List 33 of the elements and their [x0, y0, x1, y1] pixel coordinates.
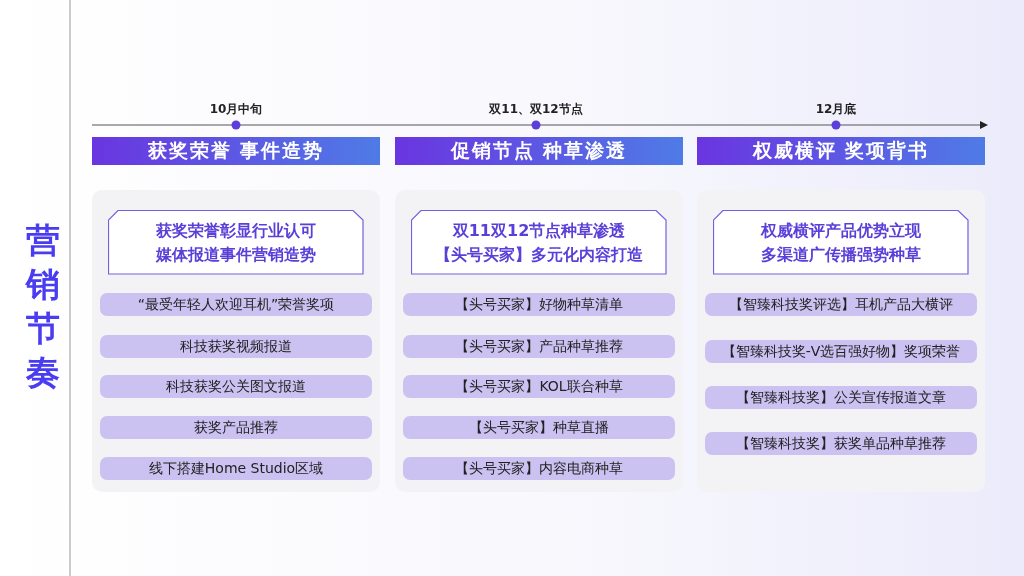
item-pill: 【智臻科技奖】获奖单品种草推荐 — [705, 432, 977, 455]
item-pill: 【头号买家】好物种草清单 — [403, 293, 675, 316]
header-text: 获奖荣誉彰显行业认可 — [155, 219, 317, 242]
header-box — [411, 210, 667, 275]
item-pill: 【头号买家】KOL联合种草 — [403, 375, 675, 398]
item-pill: 获奖产品推荐 — [100, 416, 372, 439]
card-panel — [395, 190, 683, 492]
header-text: 多渠道广传播强势种草 — [760, 243, 922, 266]
item-pill: 科技获奖公关图文报道 — [100, 375, 372, 398]
section-banner: 获奖荣誉 事件造势 — [92, 137, 380, 165]
item-pill: 【智臻科技奖】公关宣传报道文章 — [705, 386, 977, 409]
timeline-label: 10月中旬 — [208, 101, 264, 118]
header-text: 双11双12节点种草渗透 — [451, 219, 627, 242]
item-pill: 【智臻科技奖-V选百强好物】奖项荣誉 — [705, 340, 977, 363]
section-banner: 促销节点 种草渗透 — [395, 137, 683, 165]
header-text: 媒体报道事件营销造势 — [154, 243, 317, 266]
section-banner: 权威横评 奖项背书 — [697, 137, 985, 165]
item-pill: 【智臻科技奖评选】耳机产品大横评 — [705, 293, 977, 316]
timeline-label: 双11、双12节点 — [488, 101, 584, 118]
header-box — [713, 210, 969, 275]
header-box — [108, 210, 364, 275]
header-text: 权威横评产品优势立现 — [759, 219, 922, 242]
vertical-title: 营销节奏 — [26, 219, 61, 394]
item-pill: “最受年轻人欢迎耳机”荣誉奖项 — [100, 293, 372, 316]
item-pill: 线下搭建Home Studio区域 — [100, 457, 372, 480]
item-pill: 【头号买家】产品种草推荐 — [403, 335, 675, 358]
item-pill: 【头号买家】内容电商种草 — [403, 457, 675, 480]
card-panel — [92, 190, 380, 492]
card-panel — [697, 190, 985, 492]
item-pill: 科技获奖视频报道 — [100, 335, 372, 358]
header-text: 【头号买家】多元化内容打造 — [434, 243, 644, 266]
timeline-label: 12月底 — [814, 101, 858, 118]
item-pill: 【头号买家】种草直播 — [403, 416, 675, 439]
